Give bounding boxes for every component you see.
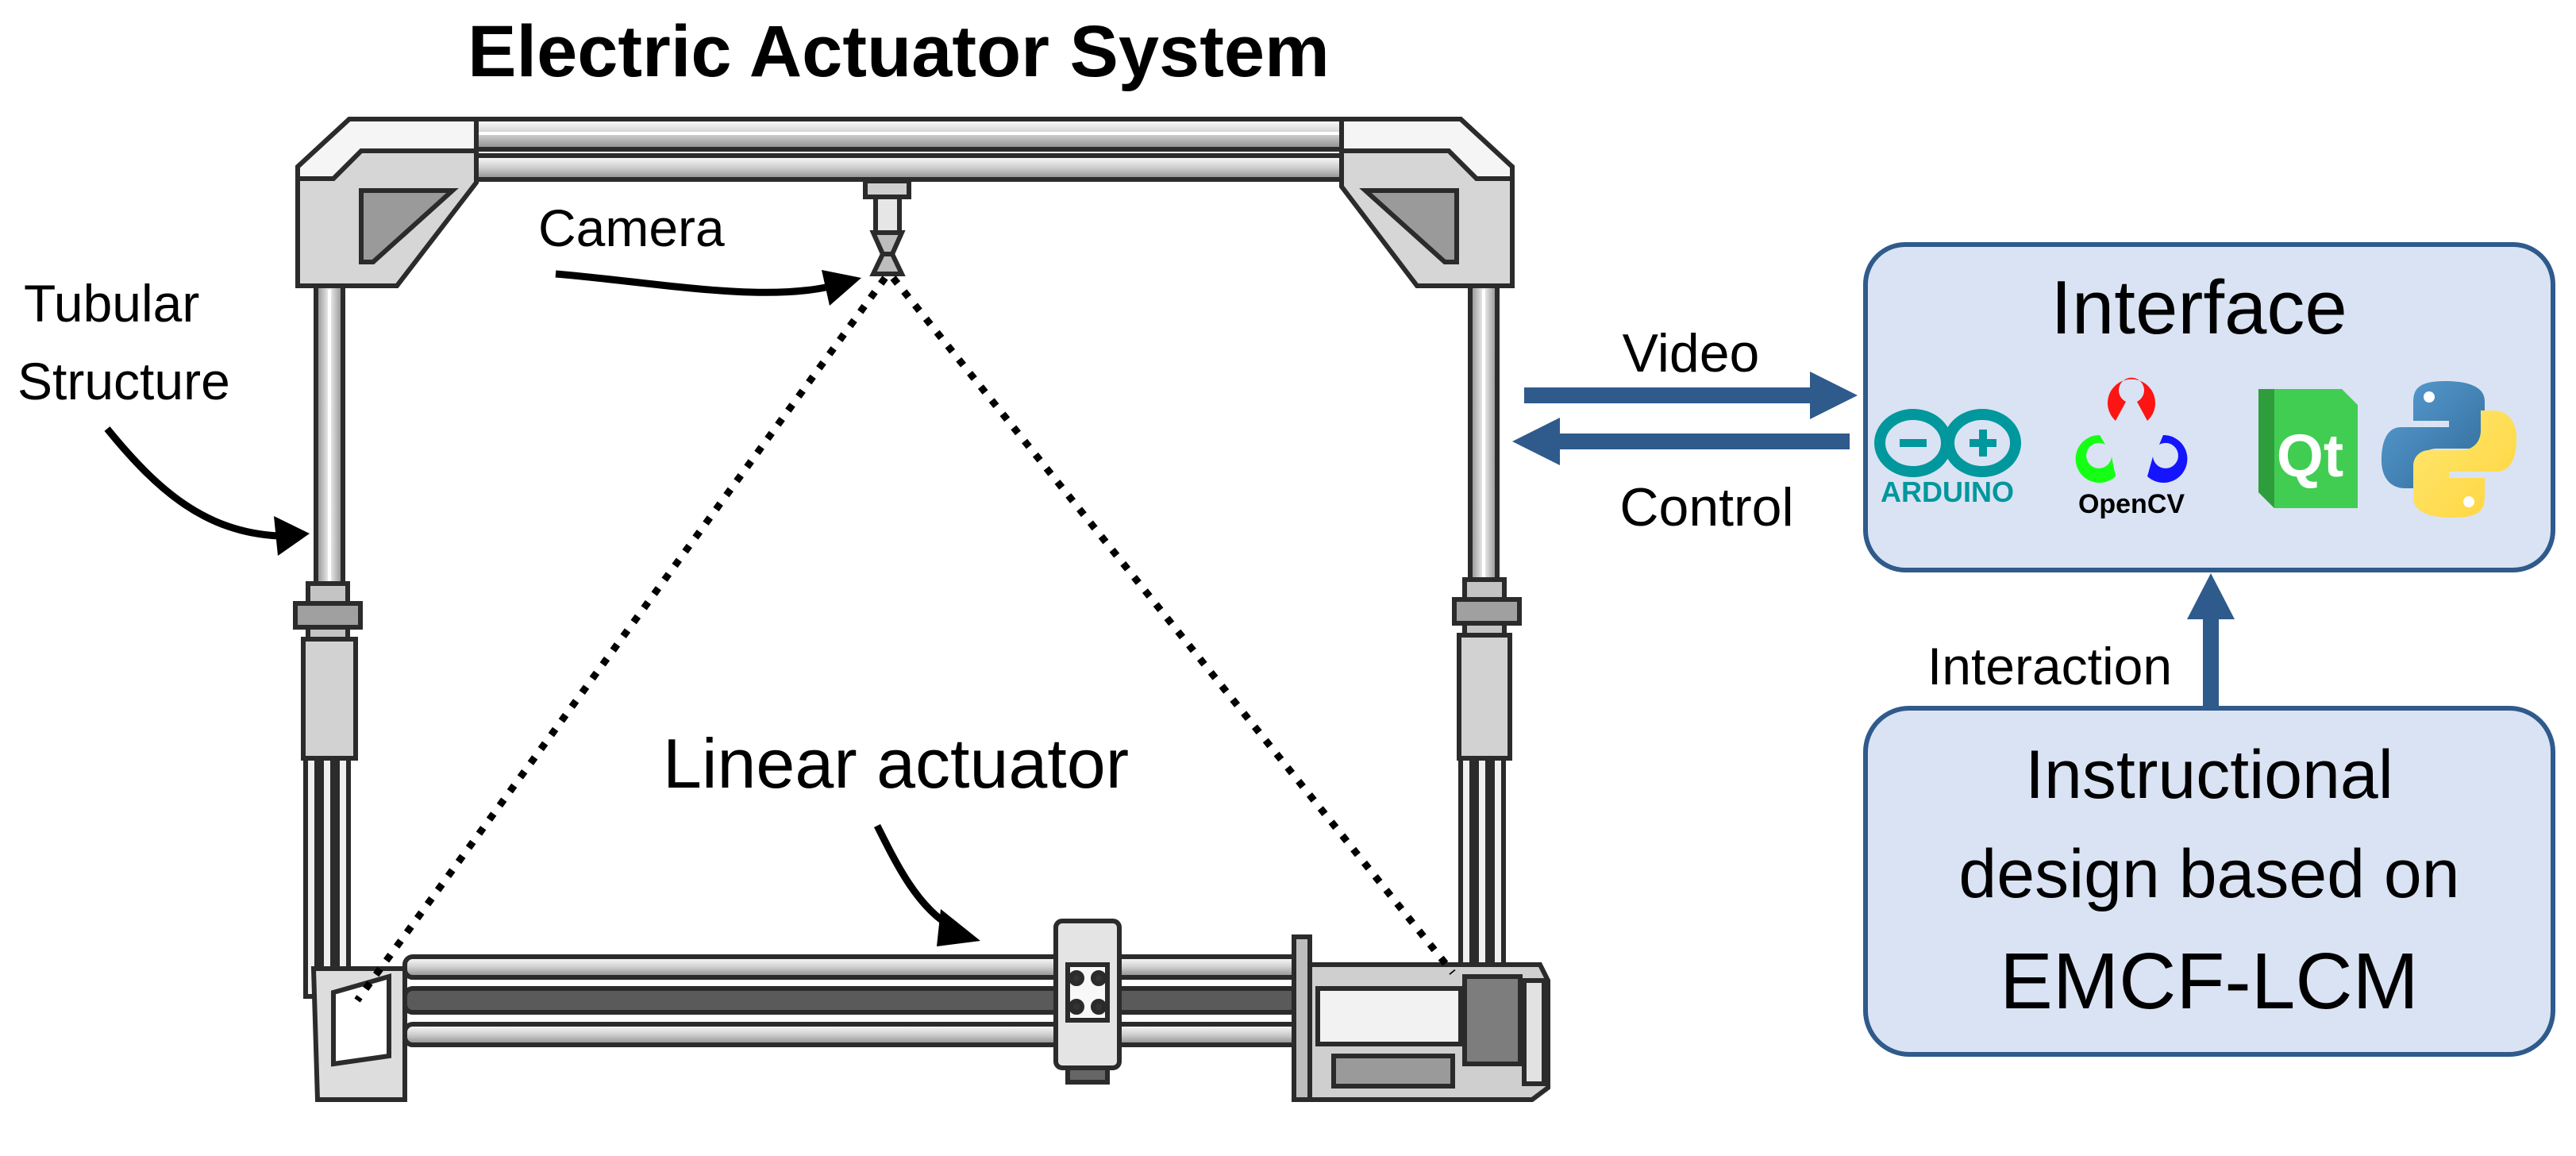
camera-label: Camera	[538, 198, 725, 257]
tubular-label-line2: Structure	[17, 352, 230, 410]
qt-logo: Qt	[2258, 389, 2358, 508]
right-corner-bracket	[1339, 117, 1515, 288]
actuator-carriage	[1053, 919, 1122, 1085]
python-logo	[2382, 381, 2516, 518]
tubular-pointer-arrow	[104, 426, 279, 540]
camera-pointer-arrow	[555, 270, 826, 296]
interaction-arrow-group: Interaction	[1927, 573, 2235, 707]
design-box-line3: EMCF-LCM	[2000, 937, 2419, 1026]
design-box-line1: Instructional	[2025, 737, 2393, 813]
linear-actuator-label: Linear actuator	[663, 724, 1129, 803]
video-arrow-group: Video	[1524, 323, 1858, 419]
design-box-line2: design based on	[1958, 836, 2459, 912]
tubular-structure-label: Tubular Structure	[17, 274, 310, 556]
interaction-label: Interaction	[1927, 637, 2172, 696]
opencv-logo-text: OpenCV	[2078, 489, 2185, 519]
tubular-label-line1: Tubular	[24, 274, 199, 333]
control-arrow-group: Control	[1512, 418, 1850, 538]
motor-housing	[1292, 934, 1550, 1102]
opencv-logo: OpenCV	[2075, 377, 2188, 519]
arduino-logo: ARDUINO	[1874, 409, 2021, 508]
interface-title: Interface	[2050, 265, 2347, 350]
linear-actuator-pointer-arrow	[873, 823, 951, 928]
interface-box: Interface ARDUINO OpenCV Qt	[1863, 242, 2555, 572]
video-label: Video	[1623, 323, 1760, 383]
camera-device	[863, 179, 911, 276]
arduino-logo-text: ARDUINO	[1881, 476, 2014, 508]
control-label: Control	[1619, 477, 1793, 538]
linear-actuator-label-group: Linear actuator	[663, 724, 1129, 946]
qt-logo-text: Qt	[2277, 422, 2343, 490]
diagram-title: Electric Actuator System	[468, 11, 1330, 92]
actuator-frame	[293, 117, 1550, 1102]
left-corner-bracket	[295, 117, 479, 288]
camera-view-lines	[354, 276, 1456, 1003]
instructional-design-box: Instructional design based on EMCF-LCM	[1863, 706, 2555, 1057]
camera-label-group: Camera	[538, 198, 861, 306]
